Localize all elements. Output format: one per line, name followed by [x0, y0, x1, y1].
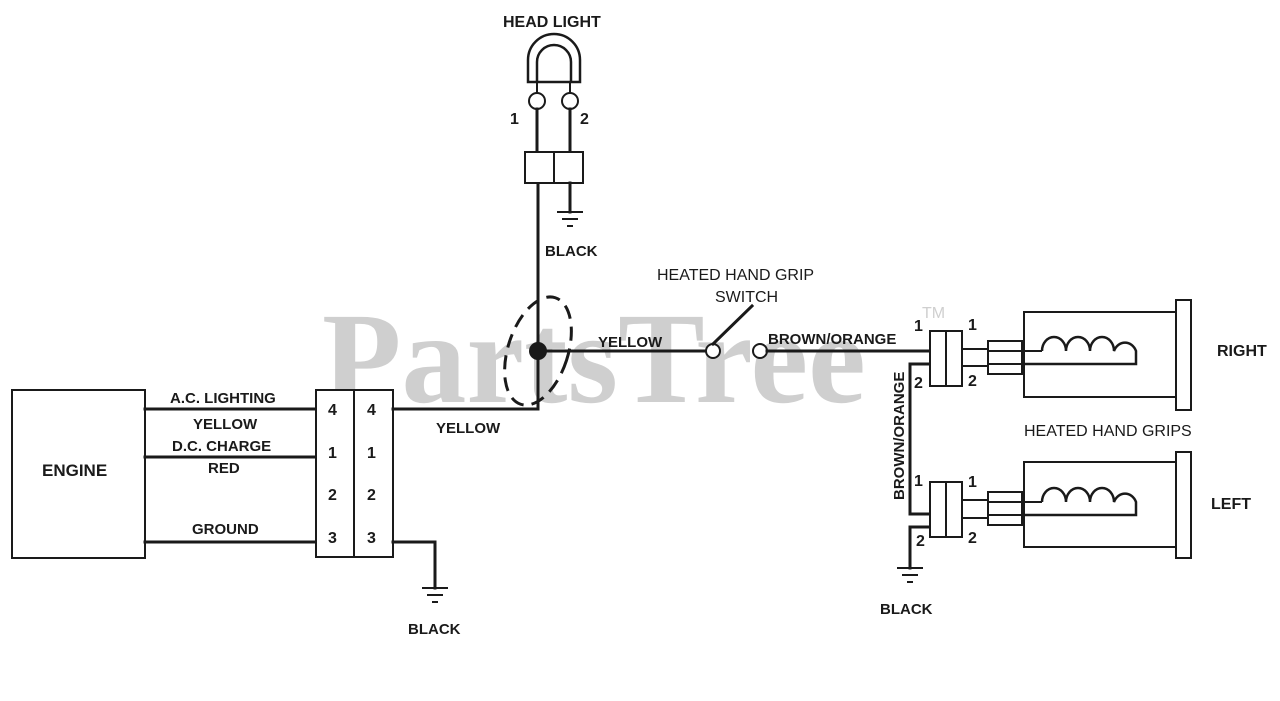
label-dc-charge: D.C. CHARGE: [172, 438, 271, 455]
right-pin-1-right: 1: [968, 317, 977, 334]
right-heating-coil: [1022, 335, 1138, 366]
label-black-headlight: BLACK: [545, 243, 598, 260]
bulb-filament: [535, 43, 573, 82]
switch-label-line2: SWITCH: [715, 289, 778, 306]
engine-ground: BLACK: [391, 540, 461, 638]
right-connector-right: [945, 330, 963, 387]
left-pin-1-right: 1: [968, 474, 977, 491]
connector-right-half: [353, 389, 394, 558]
headlight-connector-left: [524, 151, 555, 184]
bulb-terminal-1: [528, 92, 546, 110]
left-grip: 1 2 1 2 LEFT: [914, 451, 1251, 559]
yellow-circuit: YELLOW YELLOW: [391, 183, 708, 437]
left-connector-left: [929, 481, 947, 538]
engine-label: ENGINE: [42, 461, 107, 480]
right-pin-1-left: 1: [914, 318, 923, 335]
label-black-grips: BLACK: [880, 601, 933, 618]
label-yellow-out: YELLOW: [436, 420, 501, 437]
engine: ENGINE: [11, 389, 146, 559]
bulb-terminal-2: [561, 92, 579, 110]
headlight-connector-right: [553, 151, 584, 184]
watermark: PartsTree TM: [322, 287, 945, 431]
pin-2-right: 2: [367, 487, 376, 504]
pin-3-left: 3: [328, 530, 337, 547]
left-plug: [987, 491, 1023, 526]
left-heating-coil: [1022, 486, 1138, 517]
right-pin-2-left: 2: [914, 375, 923, 392]
wire-yellow-main: [391, 183, 540, 411]
pin-1-right: 1: [367, 445, 376, 462]
label-yellow-switch: YELLOW: [598, 334, 663, 351]
watermark-text: PartsTree: [322, 287, 866, 431]
pin-3-right: 3: [367, 530, 376, 547]
switch-blade: [710, 303, 755, 347]
connector-left-half: [315, 389, 355, 558]
main-connector: 4 4 1 1 2 2 3 3: [315, 389, 394, 558]
pin-4-left: 4: [328, 402, 337, 419]
junction-highlight-ellipse: [503, 295, 573, 407]
left-pin-2-left: 2: [916, 533, 925, 550]
engine-box: [11, 389, 146, 559]
label-ground: GROUND: [192, 521, 259, 538]
switch-label-line1: HEATED HAND GRIP: [657, 267, 814, 284]
label-brown-orange-h: BROWN/ORANGE: [768, 331, 896, 348]
bulb-outer: [526, 32, 582, 84]
headlight-label: HEAD LIGHT: [503, 14, 601, 31]
wire-brown-orange-v: [908, 362, 932, 516]
hand-grip-switch: HEATED HAND GRIP SWITCH BROWN/ORANGE: [657, 267, 932, 359]
headlight: HEAD LIGHT 1 2 BLACK: [503, 14, 601, 260]
right-connector-left: [929, 330, 947, 387]
pin-4-right: 4: [367, 402, 376, 419]
left-grip-end: [1175, 451, 1192, 559]
pin-2-left: 2: [328, 487, 337, 504]
right-plug: [987, 340, 1023, 375]
label-brown-orange-v: BROWN/ORANGE: [891, 372, 908, 500]
left-connector-right: [945, 481, 963, 538]
watermark-tm: TM: [922, 305, 945, 322]
right-grip-end: [1175, 299, 1192, 411]
left-grip-body: [1023, 461, 1177, 548]
right-pin-2-right: 2: [968, 373, 977, 390]
left-pin-1-left: 1: [914, 473, 923, 490]
hand-grips-label: HEATED HAND GRIPS: [1024, 423, 1192, 440]
right-label: RIGHT: [1217, 343, 1267, 360]
label-ac-lighting: A.C. LIGHTING: [170, 390, 276, 407]
label-yellow-engine: YELLOW: [193, 416, 258, 433]
switch-terminal-right: [752, 343, 768, 359]
left-pin-2-right: 2: [968, 530, 977, 547]
right-grip-body: [1023, 311, 1177, 398]
grip-feed: BROWN/ORANGE BLACK: [880, 362, 933, 618]
left-label: LEFT: [1211, 496, 1251, 513]
pin-1-left: 1: [328, 445, 337, 462]
wire-ground-out: [391, 540, 437, 590]
headlight-pin-1: 1: [510, 111, 519, 128]
label-black-engine: BLACK: [408, 621, 461, 638]
headlight-pin-2: 2: [580, 111, 589, 128]
right-grip: 1 2 1 2 RIGHT: [914, 299, 1267, 411]
wire-grip-ground: [908, 525, 932, 570]
engine-wires: A.C. LIGHTING YELLOW D.C. CHARGE RED GRO…: [143, 390, 318, 544]
switch-terminal-left: [705, 343, 721, 359]
label-red: RED: [208, 460, 240, 477]
